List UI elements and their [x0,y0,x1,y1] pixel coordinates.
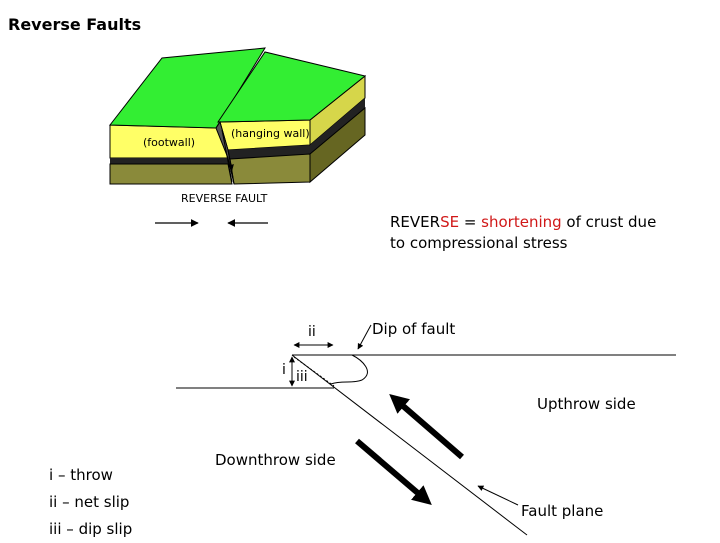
footwall-label: (footwall) [143,136,195,149]
hanging-wall-label: (hanging wall) [231,127,310,140]
dip-angle-arc [330,354,368,385]
dip-of-fault-label: Dip of fault [372,320,456,338]
fault-plane-label: Fault plane [521,502,604,520]
reverse-definition: REVERSE = shortening of crust due to com… [390,212,656,254]
hanging-wall-dark-band [228,145,310,159]
legend-item: ii – net slip [49,489,132,516]
legend: i – throw ii – net slip iii – dip slip [49,462,132,543]
downthrow-motion-arrow [355,438,432,505]
legend-separator: – [61,520,79,538]
legend-item: i – throw [49,462,132,489]
fault-plane-line [291,354,528,536]
legend-text: net slip [74,493,130,511]
mark-ii: ii [308,324,316,340]
dip-pointer-arrow [357,324,372,350]
legend-text: dip slip [78,520,133,538]
hanging-wall-lower-layer [229,153,311,185]
mark-i: i [282,362,286,378]
footwall-green-surface [109,47,266,129]
legend-key: i [49,466,54,484]
block-side-dark-band [310,98,365,154]
reverse-word-prefix: REVER [390,213,441,231]
block-diagram: (footwall) (hanging wall) REVERSE FAULT [109,47,367,227]
reverse-fault-caption: REVERSE FAULT [181,192,268,205]
cross-section [176,324,676,536]
page-title: Reverse Faults [8,15,142,34]
legend-item: iii – dip slip [49,516,132,543]
dip-slip-line [293,356,335,387]
footwall-lower-layer [109,163,233,185]
hanging-wall-green-surface [217,51,367,123]
fault-plane-pointer-arrow [477,485,519,506]
definition-rest-line1: of crust due [561,213,657,231]
footwall-dark-band [110,158,228,164]
downthrow-side-label: Downthrow side [215,451,336,469]
shortening-highlight: shortening [481,213,562,231]
definition-line2: to compressional stress [390,234,568,252]
legend-separator: – [57,493,75,511]
block-side-lower [309,106,366,184]
equals-sign: = [459,213,482,231]
block-slip-arrow [227,149,234,171]
fault-trace [221,129,233,183]
legend-key: iii [49,520,62,538]
upthrow-side-label: Upthrow side [537,395,636,413]
reverse-word-highlight: SE [440,213,460,231]
legend-key: ii [49,493,58,511]
legend-separator: – [53,466,71,484]
upthrow-motion-arrow [389,393,464,460]
legend-text: throw [70,466,113,484]
mark-iii: iii [296,369,308,385]
